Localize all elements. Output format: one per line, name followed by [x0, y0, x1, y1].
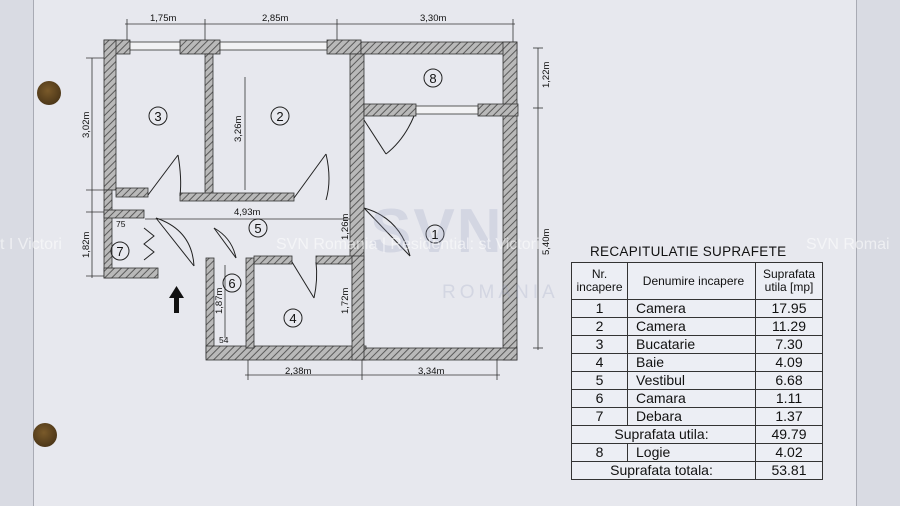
table-row: 3 Bucatarie 7.30: [571, 335, 823, 354]
dim-bottom-2: 3,34m: [418, 366, 444, 377]
room-number-2: 2: [276, 109, 283, 124]
table-row: 5 Vestibul 6.68: [571, 371, 823, 390]
util-label: Suprafata utila:: [571, 425, 756, 444]
dim-right-1: 1,22m: [541, 62, 552, 88]
watermark-left: t I Victori: [0, 236, 62, 253]
room-number-4: 4: [289, 311, 296, 326]
header-nr: Nr. incapere: [571, 262, 628, 300]
table-row: 6 Camara 1.11: [571, 389, 823, 408]
room-circles: [110, 68, 445, 328]
dimension-lines: [86, 19, 543, 380]
dim-room6-height: 1,87m: [214, 288, 225, 314]
header-name: Denumire incapere: [627, 262, 756, 300]
table-row: 1 Camera 17.95: [571, 299, 823, 318]
table-row: 8 Logie 4.02: [571, 443, 823, 462]
recap-title: RECAPITULATIE SUPRAFETE: [590, 244, 787, 259]
dim-top-2: 2,85m: [262, 13, 288, 24]
watermark-logo-sub: ROMANIA: [442, 282, 559, 303]
dim-left-2: 1,82m: [81, 232, 92, 258]
dim-bottom-1: 2,38m: [285, 366, 311, 377]
table-row: 4 Baie 4.09: [571, 353, 823, 372]
dim-right-2: 5,40m: [541, 229, 552, 255]
binder-hole-bottom: [33, 423, 57, 447]
dim-room4-height: 1,72m: [340, 288, 351, 314]
watermark-logo: SVN: [370, 197, 504, 266]
dim-left-1: 3,02m: [81, 112, 92, 138]
table-row: 2 Camera 11.29: [571, 317, 823, 336]
watermark-right: SVN Romai: [806, 236, 890, 253]
table-row: 7 Debara 1.37: [571, 407, 823, 426]
dim-small-54: 54: [219, 335, 229, 345]
dim-top-3: 3,30m: [420, 13, 446, 24]
dim-hall-width: 4,93m: [234, 207, 260, 218]
closet-doors: [143, 227, 155, 261]
total-label: Suprafata totala:: [571, 461, 756, 480]
dim-small-75: 75: [116, 219, 126, 229]
recap-header-row: Nr. incapere Denumire incapere Suprafata…: [571, 262, 823, 300]
util-value: 49.79: [755, 425, 823, 444]
room-number-6: 6: [228, 276, 235, 291]
walls: [103, 39, 519, 361]
recap-table: Nr. incapere Denumire incapere Suprafata…: [571, 262, 823, 480]
dim-hall-gap: 1,26m: [340, 214, 351, 240]
room-number-5: 5: [254, 221, 261, 236]
util-total-row: Suprafata utila: 49.79: [571, 425, 823, 444]
doors: [147, 115, 415, 299]
room-number-8: 8: [429, 71, 436, 86]
room-number-1: 1: [431, 227, 438, 242]
binder-hole-top: [37, 81, 61, 105]
total-value: 53.81: [755, 461, 823, 480]
grand-total-row: Suprafata totala: 53.81: [571, 461, 823, 480]
header-area: Suprafata utila [mp]: [755, 262, 823, 300]
dim-top-1: 1,75m: [150, 13, 176, 24]
room-number-7: 7: [116, 244, 123, 259]
dim-room2-height: 3,26m: [233, 116, 244, 142]
watermark-center: SVN Romania | Residential: st Victori: [276, 236, 540, 253]
windows: [129, 41, 479, 115]
room-number-3: 3: [154, 109, 161, 124]
entrance-arrow-icon: [169, 286, 184, 313]
